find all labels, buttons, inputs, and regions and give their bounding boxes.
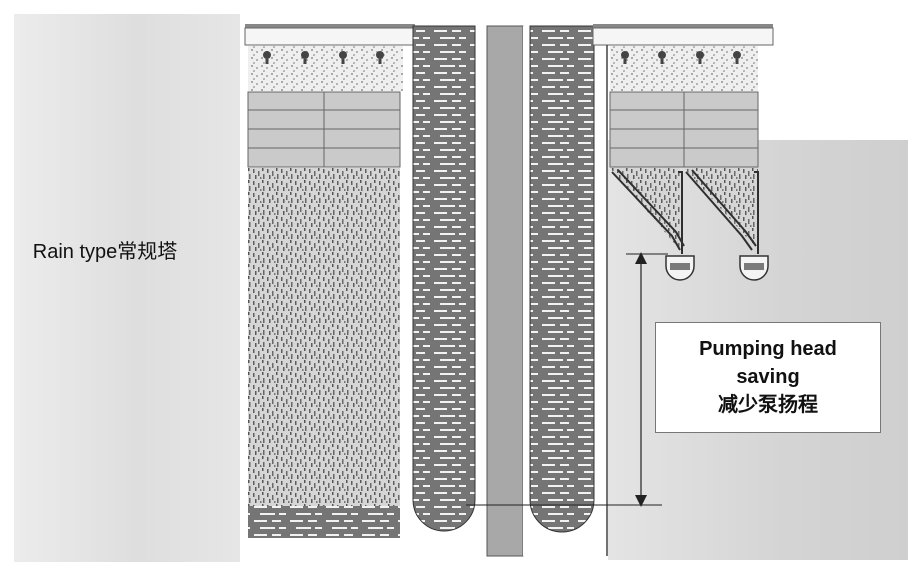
left-nozzles [263,51,384,64]
collection-troughs [611,169,759,254]
right-water-column [529,25,595,533]
collection-gutters [665,255,769,281]
center-shaft [486,25,524,557]
callout-line-2: saving [736,366,800,388]
head-dimension [466,252,668,507]
nozzle-icon [621,51,629,64]
nozzle-icon [733,51,741,64]
callout-line-3: 减少泵扬程 [718,394,818,416]
center-gap-right [523,26,529,556]
left-basin-water [248,506,400,538]
right-nozzles [621,51,741,64]
left-distribution-basin [244,27,416,46]
right-tower [592,24,774,556]
nozzle-icon [301,51,309,64]
left-top-edge [245,24,415,28]
left-background-wash [14,14,240,562]
callout-line-1: Pumping head [699,338,837,360]
left-fill-panels [247,91,401,168]
left-water-column [412,25,476,532]
left-rain-zone [248,168,400,506]
right-top-edge [593,24,773,28]
pumping-head-callout: Pumping head saving 减少泵扬程 [655,322,881,433]
nozzle-icon [339,51,347,64]
nozzle-icon [376,51,384,64]
left-tower [244,24,416,538]
gutter-2-water [744,263,764,270]
center-columns [412,25,595,557]
nozzle-icon [696,51,704,64]
gutter-1-water [670,263,690,270]
right-rain-zone-2 [684,168,758,250]
right-distribution-basin [592,27,774,46]
center-gap-left [479,26,487,556]
nozzle-icon [263,51,271,64]
rain-type-label: Rain type常规塔 [32,241,178,263]
right-fill-panels [609,91,759,168]
nozzle-icon [658,51,666,64]
